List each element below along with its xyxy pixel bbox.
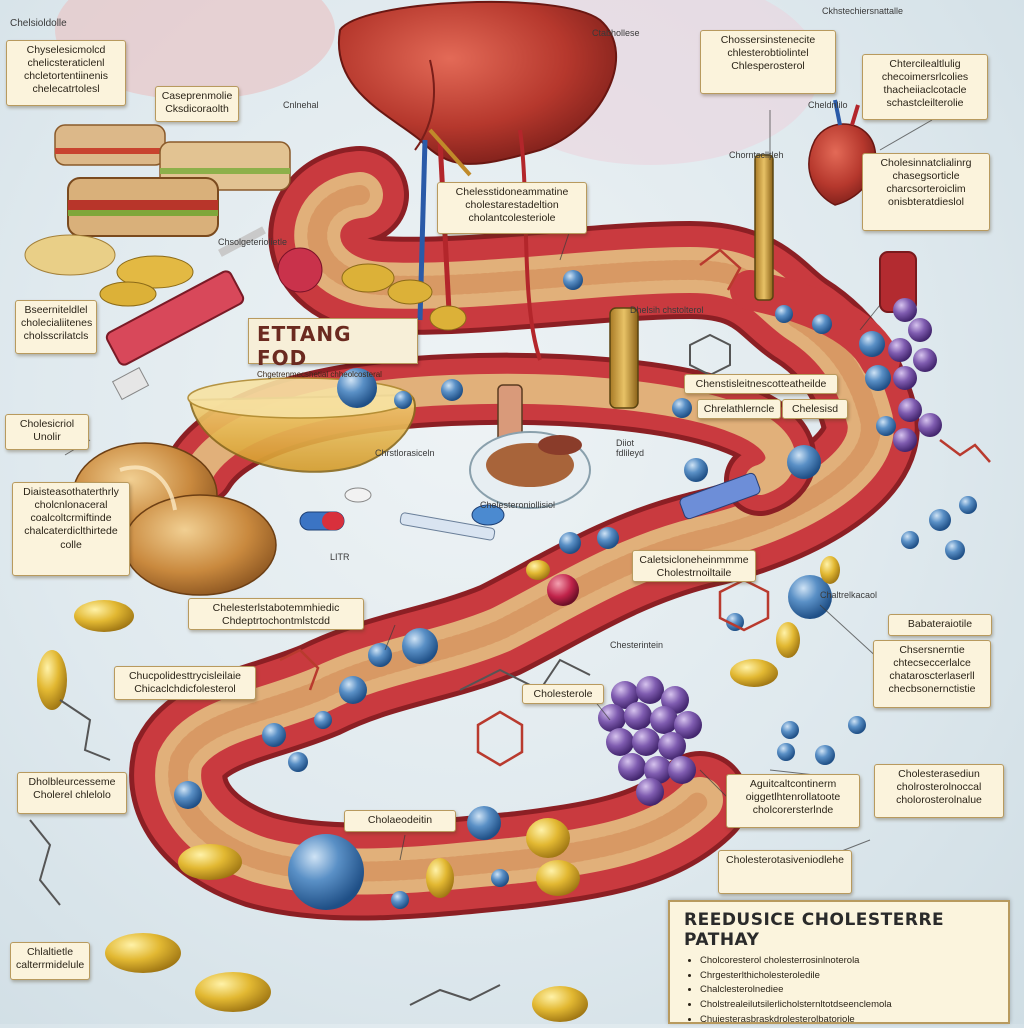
label-mid-1: Chenstisleitnescotteatheilde (684, 374, 838, 394)
label-small-1: Cnlnehal (283, 100, 319, 110)
label-cup: Chrstlorasiceln (375, 448, 435, 458)
label-right-2: Cholesinnatclialinrg chasegsorticle char… (862, 153, 990, 231)
label-cholesterol: Cholesterole (522, 684, 604, 704)
liver (337, 0, 618, 361)
label-small-3: Chesterintein (610, 640, 664, 650)
label-center-mid: Caletsicloneheinmmme Cholestrnoiltaile (632, 550, 756, 582)
bread-loaves (72, 442, 277, 596)
label-small-2: Chorntsclltleh (729, 150, 784, 160)
label-right-small-1: Dhelsih chstolterol (630, 305, 704, 315)
dish (469, 431, 591, 509)
poster-subtitle: Chgetrenmecshetial chheolcosteral (257, 370, 382, 379)
food-chunks (24, 234, 467, 331)
label-top-left: Chelsioldolle (10, 18, 67, 29)
label-mid-3: Chelesisd (782, 399, 848, 419)
label-bread: Diaisteasothaterthrly cholcnlonaceral co… (12, 482, 130, 576)
label-small-5: Cheldnlilo (808, 100, 848, 110)
raspberry (277, 247, 323, 293)
label-bottom-left-corner: Chlaltietle calterrmidelule (10, 942, 90, 980)
label-top-right: Chossersinstenecite chlesterobtiolintel … (700, 30, 836, 94)
poster-title-box: ETTANG FOD Chgetrenmecshetial chheolcost… (248, 318, 418, 379)
capsules (37, 556, 840, 1022)
label-chain: Chelesterlstabotemmhiedic Chdeptrtochont… (188, 598, 364, 630)
pills (299, 472, 761, 541)
label-food: Caseprenmolie Cksdicoraolth (155, 86, 239, 122)
syringe (105, 226, 266, 401)
label-top-right-caption: Ckhstechiersnattalle (822, 6, 904, 16)
label-ltr: LITR (330, 552, 350, 562)
label-fiber: Diiot fdlileyd (616, 438, 645, 458)
sandwich (54, 124, 291, 237)
label-center-top: Chelesstidoneammatine cholestarestadelti… (437, 182, 587, 234)
label-syringe: Cholesicriol Unolir (5, 414, 89, 450)
molecule-diagrams (279, 248, 991, 767)
label-sandwich: Chyselesicmolcd chelicsteraticlenl chcle… (6, 40, 126, 106)
label-bottom-right: Cholesterotasiveniodlehe (718, 850, 852, 894)
pathway-summary-box: REEDUSICE CHOLESTERRE PATHAY Cholcoreste… (668, 900, 1010, 1025)
label-bottom-left: Dholbleurcesseme Cholerel chlelolo (17, 772, 127, 814)
ldl-particles (174, 270, 977, 910)
poster-title: ETTANG FOD (257, 322, 352, 370)
label-center-low: Aguitcaltcontinerm oiggetlhtenrollatoote… (726, 774, 860, 828)
label-dish: Chelesteroniollisiol (480, 500, 556, 510)
artery (129, 146, 920, 921)
pathway-item: Chrgesterlthicholesteroledile (700, 969, 994, 984)
molecule-diagrams (29, 333, 731, 1006)
label-right-3: Babateraiotile (888, 614, 992, 636)
label-lower-left: Chucpolidesttrycisleilaie Chicaclchdicfo… (114, 666, 256, 700)
pathway-item: Cholcoresterol cholesterrosinlnoterola (700, 954, 994, 969)
pathway-item: Chalclesterolnediee (700, 983, 994, 998)
label-liver-caption: Ctabhollese (592, 28, 640, 38)
plaque-cluster (598, 298, 942, 806)
test-tube (497, 154, 774, 444)
label-small-4: Chaltrelkacaol (820, 590, 878, 600)
label-right-5: Cholesterasediun cholrosterolnoccal chol… (874, 764, 1004, 818)
pathway-list: Cholcoresterol cholesterrosinlnoterola C… (684, 954, 994, 1028)
label-left-mid: Bseerniteldlel cholecialiitenes cholsscr… (15, 300, 97, 354)
label-bottom-center: Cholaeodeitin (344, 810, 456, 832)
label-mid-2: Chrelathlerncle (697, 399, 781, 419)
pathway-item: Cholstrealeilutsilerlicholsternltotdseen… (700, 998, 994, 1013)
label-right-1: Chtercilealtlulig checoimersrlcolies tha… (862, 54, 988, 120)
label-right-4: Chsersnerntie chtecseccerlalce chatarosc… (873, 640, 991, 708)
pathway-item: Chuiesterasbraskdrolesterolbatoriole (700, 1013, 994, 1028)
pathway-title: REEDUSICE CHOLESTERRE PATHAY (684, 910, 945, 950)
label-food-caption: Chsolgeteriolietle (218, 237, 288, 247)
